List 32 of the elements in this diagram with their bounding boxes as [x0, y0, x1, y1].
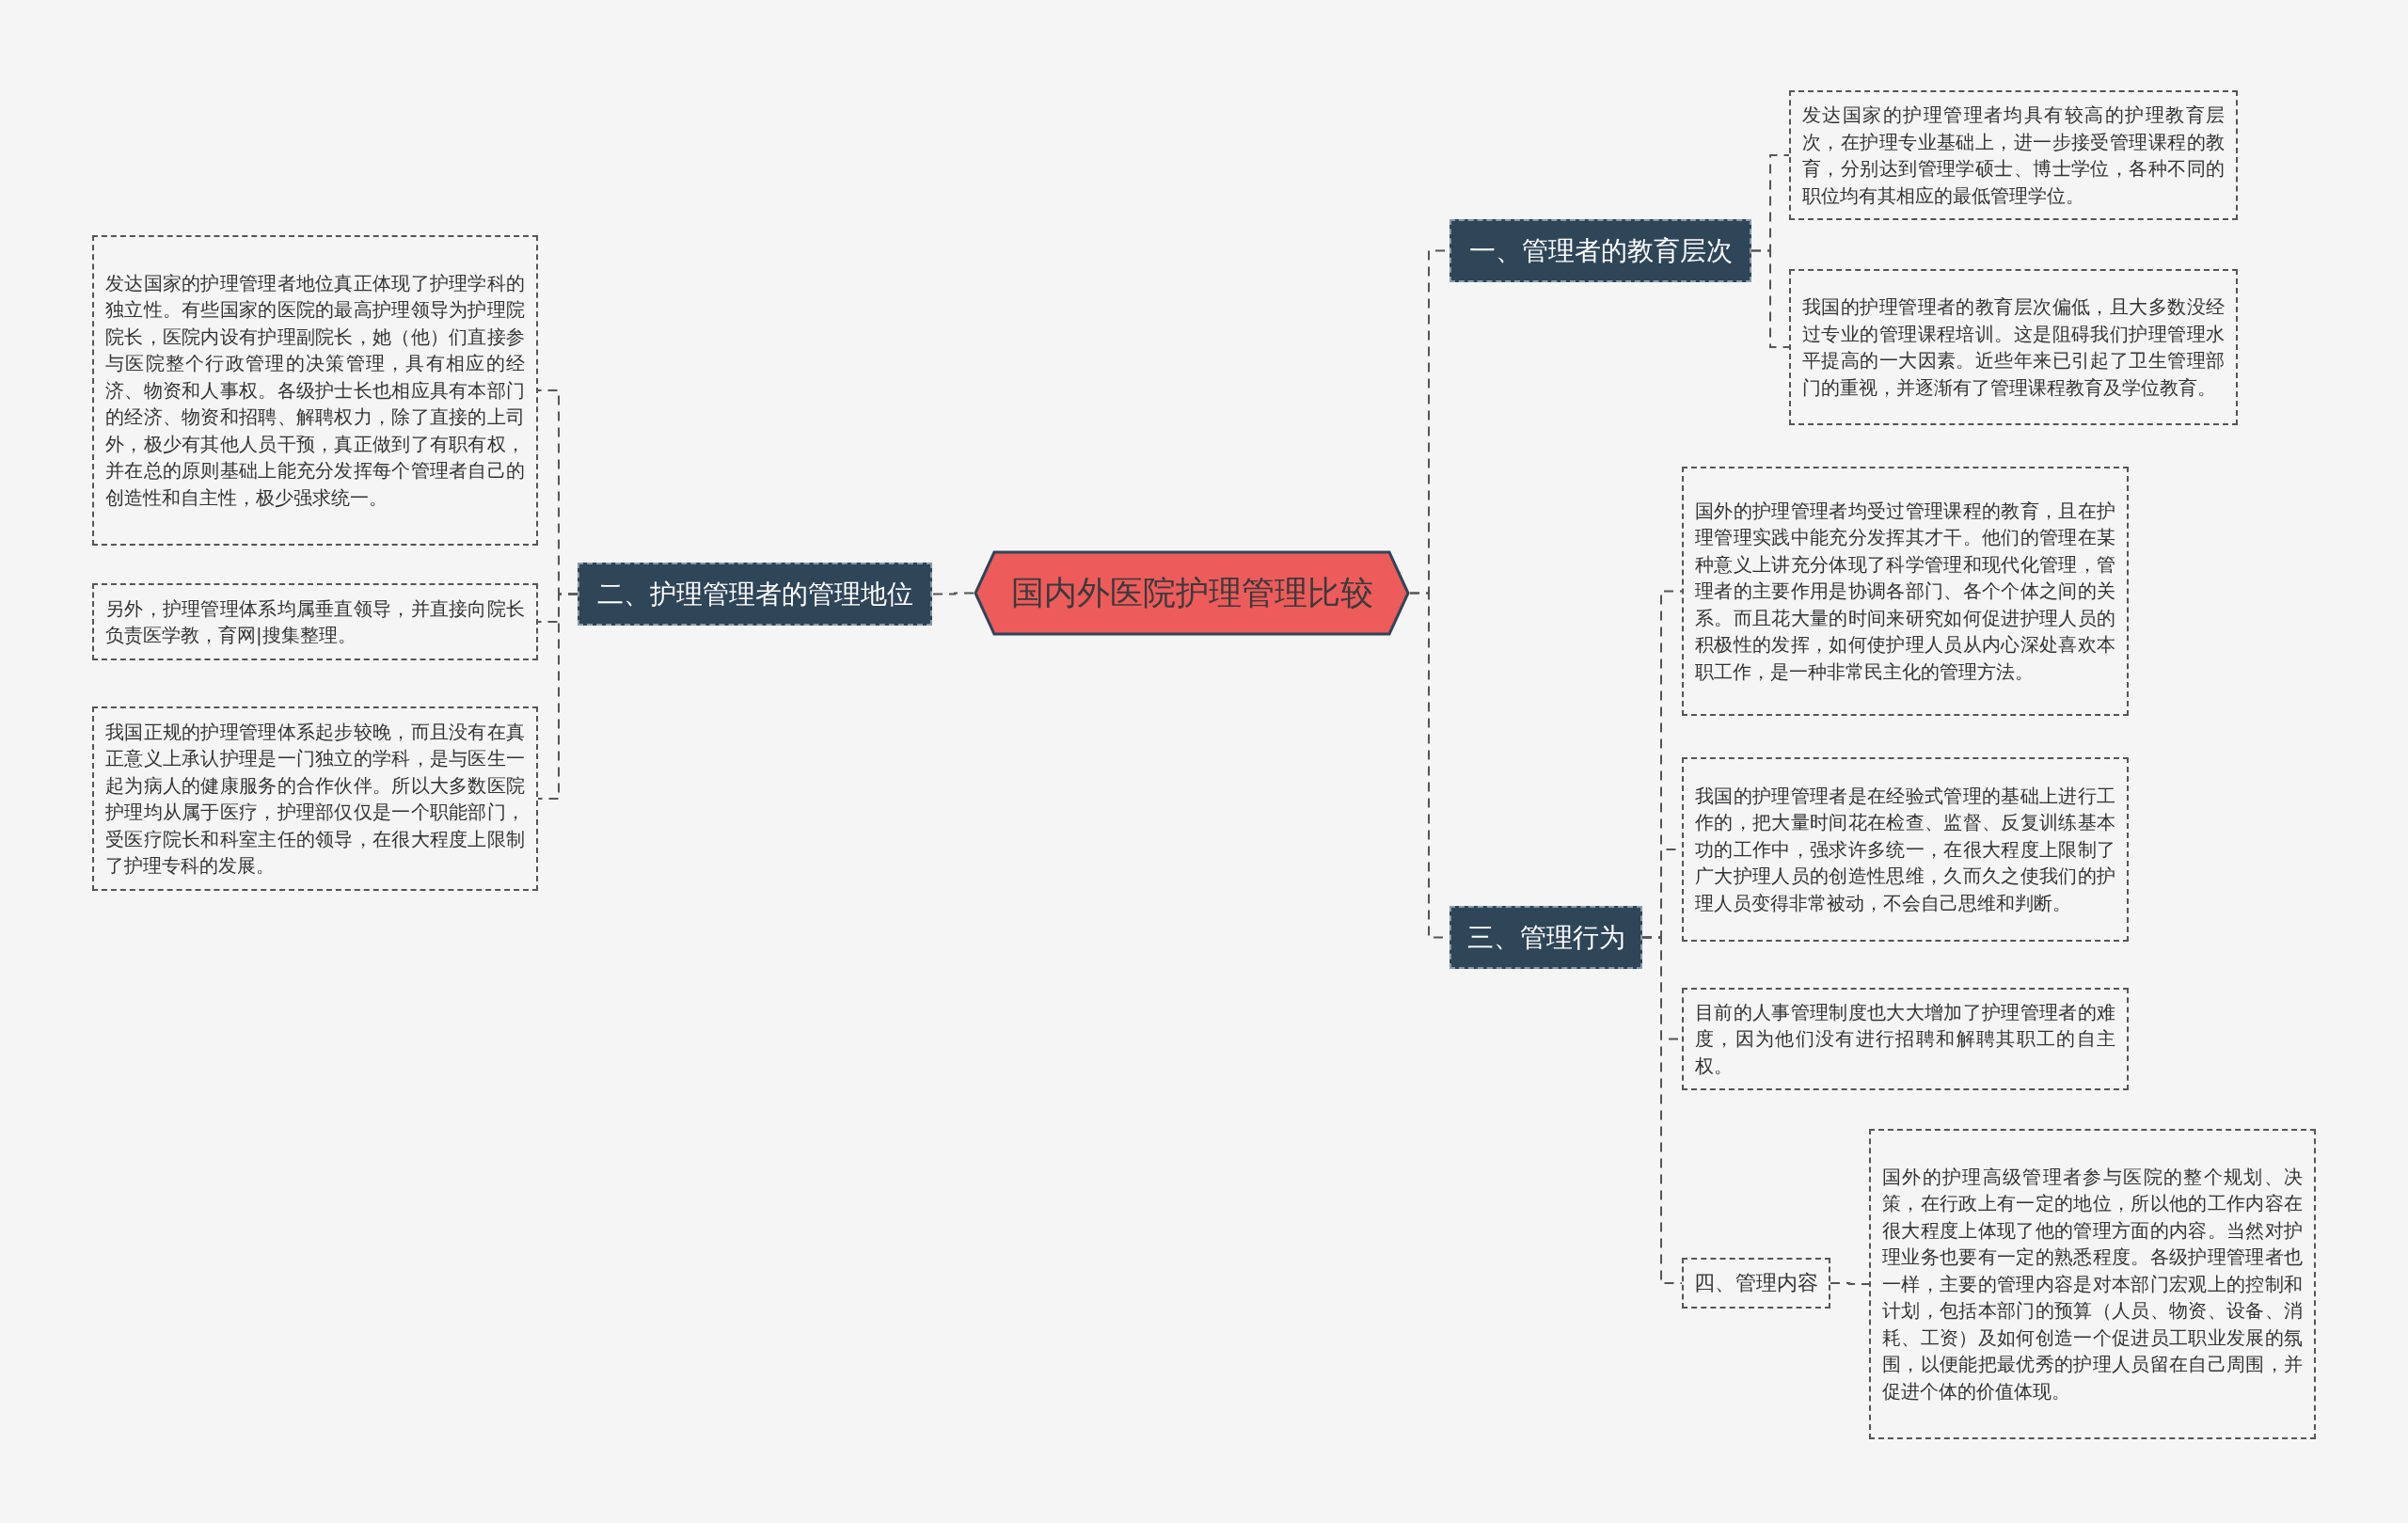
subtopic-label: 四、管理内容 [1694, 1270, 1818, 1296]
topic-label: 二、护理管理者的管理地位 [596, 577, 913, 611]
note-text: 我国的护理管理者是在经验式管理的基础上进行工作的，把大量时间花在检查、监督、反复训练基本功的工作中，强求许多统一，在很大程度上限制了广大护理人员的创造性思维，久而久之使我们的护理人员变得非常被动，不会自己思维和判断。 [1695, 783, 2115, 916]
note-text: 我国的护理管理者的教育层次偏低，且大多数没经过专业的管理课程培训。这是阻碍我们护理管理水平提高的一大因素。近些年来已引起了卫生管理部门的重视，并逐渐有了管理课程教育及学位教育。 [1802, 294, 2225, 401]
connector-line [931, 592, 974, 595]
connector-line [1830, 1282, 1870, 1285]
note-box [92, 235, 538, 546]
note-box [92, 583, 538, 660]
topic-box [1450, 219, 1751, 282]
note-box [1789, 269, 2238, 425]
note-text: 发达国家的护理管理者地位真正体现了护理学科的独立性。有些国家的医院的最高护理领导为护理院院长，医院内设有护理副院长，她（他）们直接参与医院整个行政管理的决策管理，具有相应的经济、物资和人事权。各级护士长也相应具有本部门的经济、物资和招聘、解聘权力，除了直接的上司外，极少有其他人员干预，真正做到了有职有权，并在总的原则基础上能充分发挥每个管理者自己的创造性和自主性，极少强求统一。 [105, 270, 525, 511]
central-topic: 国内外医院护理管理比较 [1010, 573, 1373, 613]
connector-line [1641, 936, 1683, 1284]
note-text: 我国正规的护理管理体系起步较晚，而且没有在真正意义上承认护理是一门独立的学科，是与医生一起为病人的健康服务的合作伙伴。所以大多数医院护理均从属于医疗，护理部仅仅是一个职能部门，受医疗院长和科室主任的领导，在很大程度上限制了护理专科的发展。 [105, 719, 525, 879]
topic-label: 三、管理行为 [1466, 920, 1625, 955]
note-box [1869, 1129, 2316, 1439]
connector-line [537, 593, 578, 800]
note-text: 发达国家的护理管理者均具有较高的护理教育层次，在护理专业基础上，进一步接受管理课程的教育，分别达到管理学硕士、博士学位，各种不同的职位均有其相应的最低管理学位。 [1802, 103, 2225, 209]
note-box [1789, 90, 2238, 220]
note-text: 另外，护理管理体系均属垂直领导，并直接向院长负责医学教，育网|搜集整理。 [105, 595, 525, 648]
topic-box [578, 563, 932, 626]
subtopic-box [1682, 1258, 1830, 1309]
note-box [92, 706, 538, 891]
note-text: 国外的护理高级管理者参与医院的整个规划、决策，在行政上有一定的地位，所以他的工作内容在很大程度上体现了他的管理方面的内容。当然对护理业务也要有一定的熟悉程度。各级护理管理者也一样，主要的管理内容是对本部门宏观上的控制和计划，包括本部门的预算（人员、物资、设备、消耗、工资）及如何创造一个促进员工职业发展的氛围，以便能把最优秀的护理人员留在自己周围，并促进个体的价值体现。 [1882, 1164, 2303, 1404]
note-text: 国外的护理管理者均受过管理课程的教育，且在护理管理实践中能充分发挥其才干。他们的管理在某种意义上讲充分体现了科学管理和现代化管理，管理者的主要作用是协调各部门、各个个体之间的关系。而且花大量的时间来研究如何促进护理人员的积极性的发挥，如何使护理人员从内心深处喜欢本职工作，是一种非常民主化的管理方法。 [1695, 498, 2115, 685]
note-text: 目前的人事管理制度也大大增加了护理管理者的难度，因为他们没有进行招聘和解聘其职工的自主权。 [1695, 999, 2115, 1079]
note-box [1682, 757, 2129, 942]
connector-line [1751, 249, 1790, 348]
topic-box [1450, 906, 1642, 969]
topic-label: 一、管理者的教育层次 [1468, 233, 1733, 268]
note-box [1682, 467, 2129, 716]
note-box [1682, 988, 2129, 1090]
